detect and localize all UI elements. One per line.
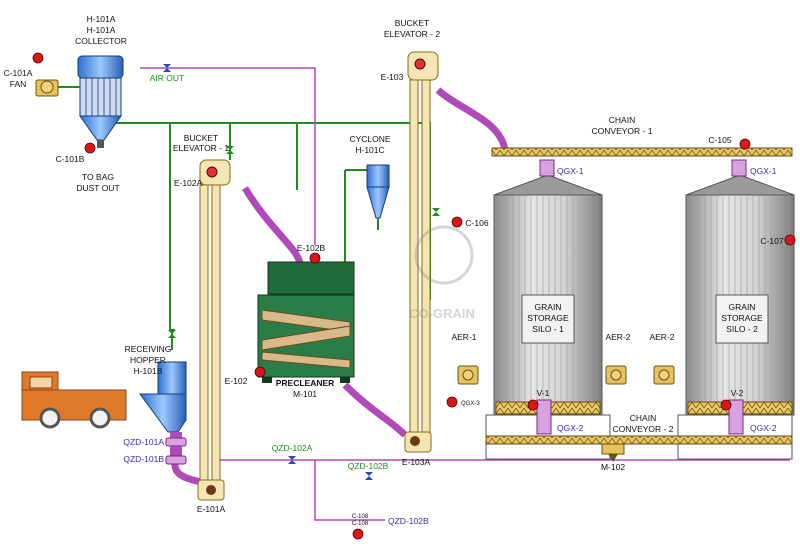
qgx3-label: QGX-3 xyxy=(461,401,480,407)
hopper-label-2: HOPPER xyxy=(130,355,166,365)
v1-label: V-1 xyxy=(537,388,550,398)
qgx2-label-b: QGX-2 xyxy=(750,423,777,433)
chain1-label-2: CONVEYOR - 1 xyxy=(592,126,653,136)
labels: H-101A H-101A COLLECTOR C-101A FAN C-101… xyxy=(4,14,784,527)
silo1-label-2: STORAGE xyxy=(527,313,569,323)
hopper-label-1: RECEIVING xyxy=(125,344,172,354)
qzd101b-label: QZD-101B xyxy=(123,454,164,464)
sensor-qgx3 xyxy=(446,396,458,408)
c105-label: C-105 xyxy=(708,135,731,145)
fan-label-1: C-101A xyxy=(4,68,33,78)
e102-label: E-102 xyxy=(225,376,248,386)
dust-collector xyxy=(77,55,124,148)
c108-label-a: C-108 xyxy=(352,514,369,520)
elevator1-label-2: ELEVATOR - 1 xyxy=(173,143,229,153)
c106-label: C-106 xyxy=(465,218,488,228)
sensor-v2 xyxy=(720,399,732,411)
cyclone-label-1: CYCLONE xyxy=(349,134,390,144)
sensors xyxy=(32,52,796,540)
silo2-label-1: GRAIN xyxy=(729,302,756,312)
qzd101a-label: QZD-101A xyxy=(123,437,164,447)
sensor-c101a xyxy=(32,52,44,64)
silo1-label-1: GRAIN xyxy=(535,302,562,312)
elevator2-label-1: BUCKET xyxy=(395,18,429,28)
collector-label-3: COLLECTOR xyxy=(75,36,127,46)
aer2-label-a: AER-2 xyxy=(605,332,630,342)
c107-label: C-107 xyxy=(760,236,783,246)
fan-label-2: FAN xyxy=(10,79,27,89)
qgx1-label-a: QGX-1 xyxy=(557,166,584,176)
collector-label-1: H-101A xyxy=(87,14,116,24)
aer2-label-b: AER-2 xyxy=(649,332,674,342)
sensor-c101b xyxy=(84,142,96,154)
silo2-label-3: SILO - 2 xyxy=(726,324,758,334)
sensor-c105 xyxy=(739,138,751,150)
silo-valves xyxy=(536,399,744,435)
chain2-label-1: CHAIN xyxy=(630,413,656,423)
m102-drive xyxy=(601,443,625,462)
precleaner-label-2: M-101 xyxy=(293,389,317,399)
m102-label: M-102 xyxy=(601,462,625,472)
sensor-v1 xyxy=(527,399,539,411)
sensor-c108 xyxy=(352,528,364,540)
qgx2-label-a: QGX-2 xyxy=(557,423,584,433)
bucket-elevator-1 xyxy=(197,159,231,501)
qzd102b-label: QZD-102B xyxy=(348,461,389,471)
cyclone xyxy=(366,164,390,230)
watermark-text: CO-GRAIN xyxy=(409,306,475,321)
elevator1-label-1: BUCKET xyxy=(184,133,218,143)
elevator2-label-2: ELEVATOR - 2 xyxy=(384,29,440,39)
silo2-label-2: STORAGE xyxy=(721,313,763,323)
qzd102b-line-label: QZD-102B xyxy=(388,516,429,526)
sensor-c107 xyxy=(784,234,796,246)
sensor-e102b xyxy=(309,252,321,264)
cyclone-label-2: H-101C xyxy=(355,145,384,155)
qzd102a-label: QZD-102A xyxy=(272,443,313,453)
chain1-label-1: CHAIN xyxy=(609,115,635,125)
to-bag-label-2: DUST OUT xyxy=(76,183,119,193)
e103a-label: E-103A xyxy=(402,457,431,467)
precleaner-label-1: PRECLEANER xyxy=(276,378,335,388)
hopper-label-3: H-101B xyxy=(134,366,163,376)
sensor-c106 xyxy=(451,216,463,228)
aeration-fans xyxy=(457,365,675,385)
qgx1-label-b: QGX-1 xyxy=(750,166,777,176)
fan xyxy=(35,79,80,97)
e103-label: E-103 xyxy=(381,72,404,82)
to-bag-label-1: TO BAG xyxy=(82,172,114,182)
receiving-hopper xyxy=(139,361,187,465)
collector-label-2: H-101A xyxy=(87,25,116,35)
c101b-label: C-101B xyxy=(56,154,85,164)
chain-conveyor-2 xyxy=(485,435,793,445)
bucket-elevator-2 xyxy=(404,51,439,453)
silo1-label-3: SILO - 1 xyxy=(532,324,564,334)
silo-1 xyxy=(485,159,611,460)
sensor-e102 xyxy=(254,366,266,378)
chain-conveyor-1 xyxy=(491,147,793,157)
v2-label: V-2 xyxy=(731,388,744,398)
e102a-label: E-102A xyxy=(174,178,203,188)
e101a-label: E-101A xyxy=(197,504,226,514)
line-valves xyxy=(163,64,440,480)
watermark: CO-GRAIN xyxy=(409,225,475,321)
e102b-label: E-102B xyxy=(297,243,326,253)
aer1-label: AER-1 xyxy=(451,332,476,342)
air-out-label: AIR OUT xyxy=(150,73,184,83)
c108-label-b: C-108 xyxy=(352,521,369,527)
precleaner xyxy=(257,261,355,383)
chain2-label-2: CONVEYOR - 2 xyxy=(613,424,674,434)
truck xyxy=(21,371,127,429)
